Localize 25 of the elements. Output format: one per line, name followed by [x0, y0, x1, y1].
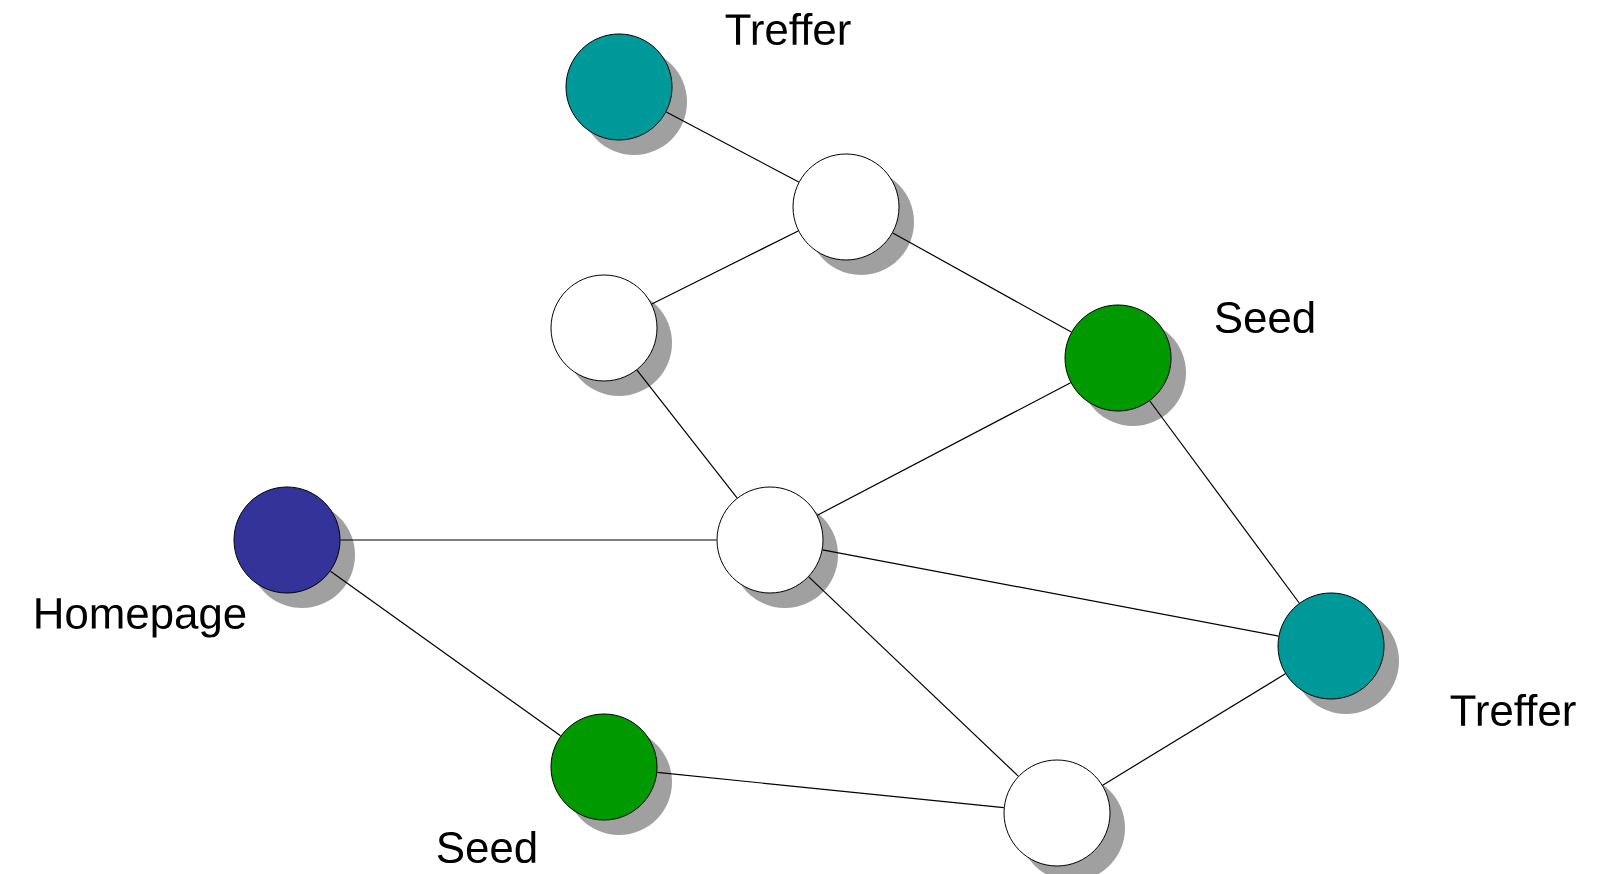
connector-line: [1102, 673, 1286, 786]
node-label: Treffer: [1450, 693, 1576, 727]
circle-node: [550, 274, 672, 396]
circle-node: [1277, 592, 1399, 714]
circle-node: [716, 486, 838, 608]
circle-node: [550, 713, 672, 835]
connector-line: [329, 570, 562, 737]
connector-line: [808, 576, 1019, 777]
connector-line: [892, 232, 1072, 333]
connector-line: [1149, 400, 1300, 604]
circle-node: [1064, 304, 1186, 426]
connector-line: [665, 111, 800, 183]
connector-line: [656, 771, 1005, 809]
circle-node: [1003, 759, 1125, 874]
connector-line: [822, 549, 1280, 637]
node-label: Treffer: [725, 12, 851, 46]
node-label: Seed: [437, 830, 536, 864]
circle-node: [565, 33, 687, 155]
connector-line: [651, 230, 799, 305]
circle-node: [792, 153, 914, 275]
node-label: Seed: [1215, 300, 1314, 334]
connector-line: [636, 369, 738, 499]
connector-line: [339, 539, 718, 541]
node-label: Homepage: [36, 598, 246, 638]
connector-line: [816, 382, 1072, 516]
